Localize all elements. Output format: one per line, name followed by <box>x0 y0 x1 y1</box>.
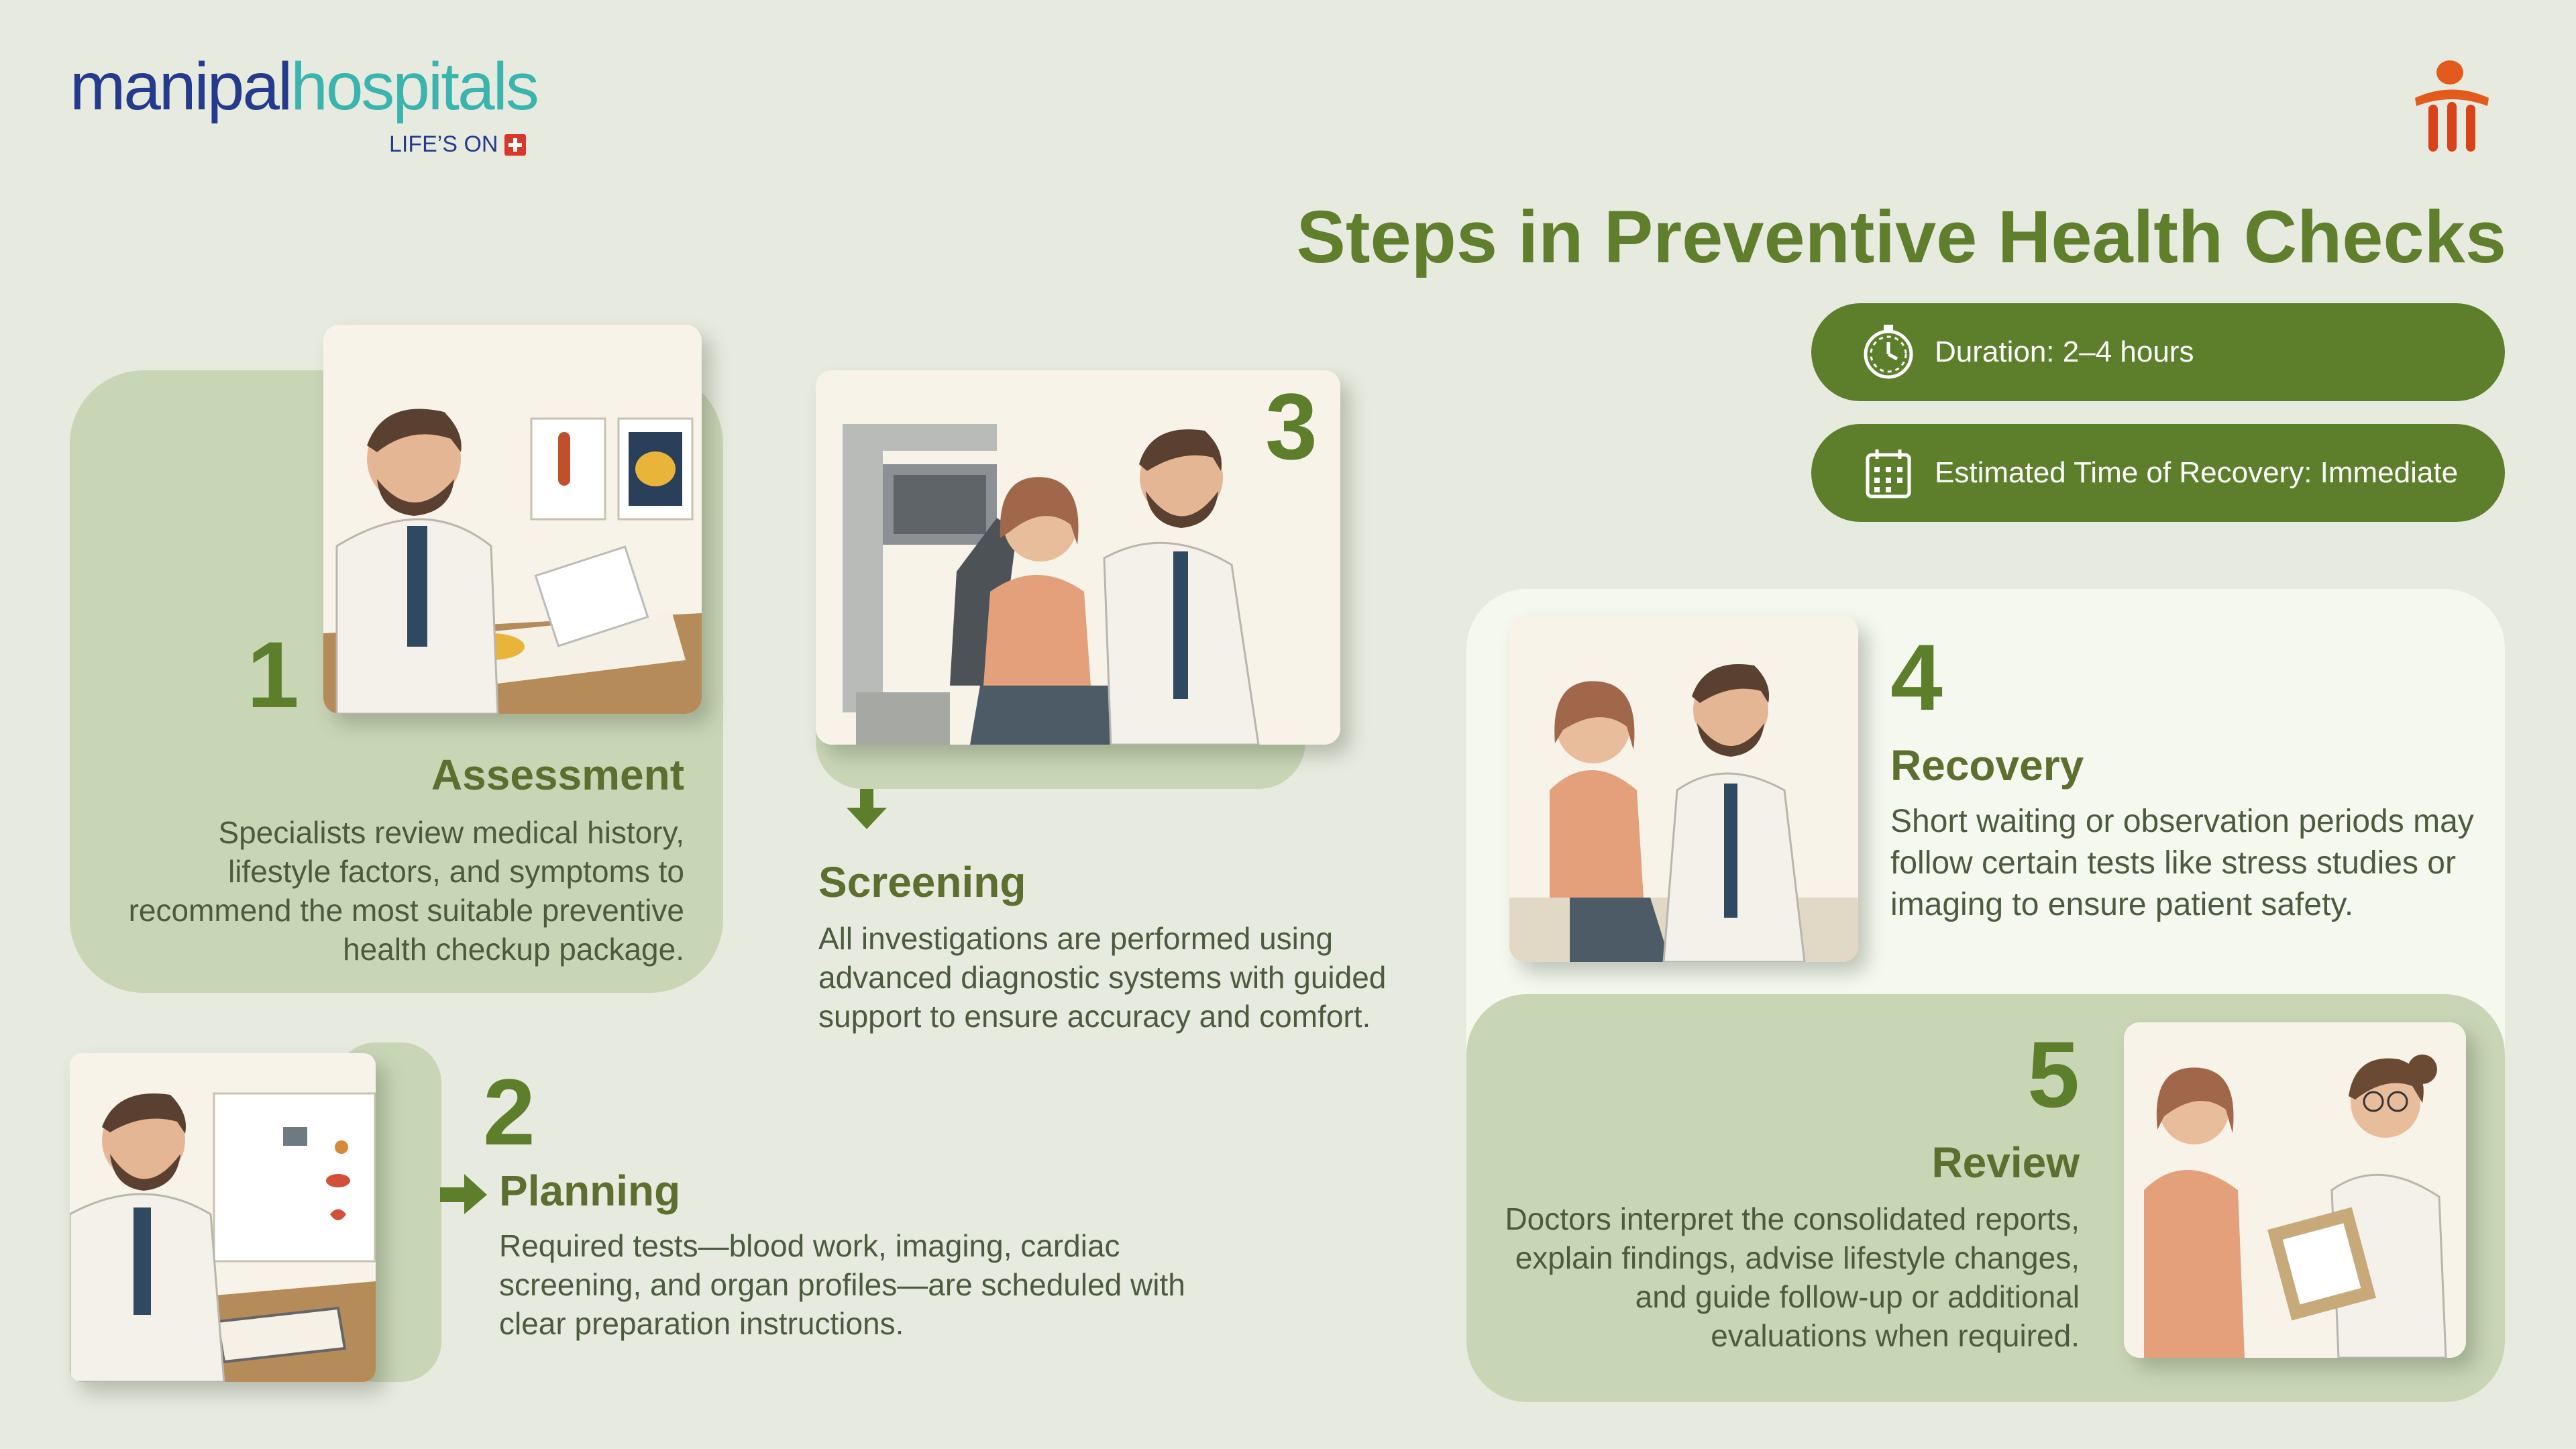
recovery-time-text: Estimated Time of Recovery: Immediate <box>1935 456 2459 489</box>
duration-text: Duration: 2–4 hours <box>1935 335 2194 368</box>
step5-title: Review <box>1931 1138 2080 1187</box>
step4-illustration <box>1509 616 1858 962</box>
step2-description: Required tests—blood work, imaging, card… <box>499 1228 1185 1341</box>
step2-title: Planning <box>499 1167 681 1215</box>
step5-illustration <box>2124 1022 2466 1358</box>
step4-number: 4 <box>1890 625 1943 730</box>
tagline-text: LIFE’S ON <box>389 131 498 157</box>
brand-logo: manipalhospitals <box>70 48 539 125</box>
plus-icon <box>504 133 527 156</box>
brand-tagline: LIFE’S ON <box>389 131 527 158</box>
step3-number: 3 <box>1265 374 1318 479</box>
page-title: Steps in Preventive Health Checks <box>1296 196 2506 278</box>
step5-number: 5 <box>2027 1022 2080 1127</box>
step4-title: Recovery <box>1890 741 2084 790</box>
step1-title: Assessment <box>431 751 684 799</box>
stopwatch-icon <box>1858 322 1919 382</box>
step3-title: Screening <box>818 858 1026 906</box>
step2-number: 2 <box>483 1059 535 1165</box>
duration-pill: Duration: 2–4 hours <box>1811 303 2505 401</box>
arrow-right-icon <box>440 1174 487 1214</box>
step4-description: Short waiting or observation periods may… <box>1890 804 2474 922</box>
step1-number: 1 <box>247 622 299 727</box>
step3-illustration <box>816 370 1340 745</box>
brand-name-part2: hospitals <box>290 49 539 124</box>
step1-description: Specialists review medical history, life… <box>128 815 684 967</box>
arrow-down-icon <box>847 789 887 829</box>
recovery-time-pill: Estimated Time of Recovery: Immediate <box>1811 424 2505 522</box>
step2-illustration <box>70 1053 376 1382</box>
brand-emblem-icon <box>2408 58 2496 158</box>
brand-name-part1: manipal <box>70 49 292 124</box>
step1-illustration <box>323 325 702 714</box>
step3-description: All investigations are performed using a… <box>818 921 1387 1034</box>
calendar-icon <box>1858 443 1919 503</box>
step5-description: Doctors interpret the consolidated repor… <box>1505 1201 2080 1353</box>
